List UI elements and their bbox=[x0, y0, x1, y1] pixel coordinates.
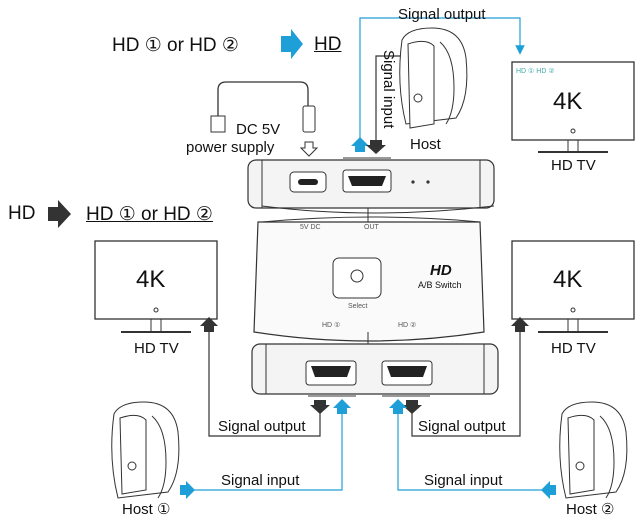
power-line1: DC 5V bbox=[236, 121, 281, 138]
switch-body bbox=[253, 208, 485, 346]
tv-top-right-label: HD TV bbox=[551, 157, 596, 174]
device-port-in1: HD ① bbox=[322, 322, 341, 329]
tv-right bbox=[511, 240, 635, 333]
signal-input-left-line bbox=[184, 414, 343, 491]
switch-top-panel bbox=[247, 159, 495, 214]
arrow-down-dark-icon bbox=[366, 140, 386, 154]
device-port-in2: HD ② bbox=[398, 322, 417, 329]
signal-input-right-label: Signal input bbox=[424, 472, 503, 489]
tv-top-right-caption: HD ① HD ② bbox=[516, 68, 555, 75]
switch-bottom-panel bbox=[251, 343, 499, 395]
arrow-up-blue-icon bbox=[351, 137, 369, 152]
host-top-icon bbox=[399, 27, 468, 129]
device-port-dc: 5V DC bbox=[300, 224, 321, 231]
mode-top-to: HD bbox=[314, 34, 342, 55]
signal-output-top-label: Signal output bbox=[398, 6, 486, 23]
tv-left-screen-text: 4K bbox=[136, 266, 166, 293]
signal-output-top-line bbox=[359, 17, 525, 150]
tv-right-label: HD TV bbox=[551, 340, 596, 357]
device-port-out: OUT bbox=[364, 224, 379, 231]
host2-label: Host ② bbox=[566, 501, 615, 518]
device-brand: HD bbox=[430, 262, 452, 279]
host1-label: Host ① bbox=[122, 501, 171, 518]
signal-input-left-label: Signal input bbox=[221, 472, 300, 489]
signal-input-right-line bbox=[397, 414, 548, 491]
device-select-label: Select bbox=[348, 303, 368, 310]
mode-left-from: HD bbox=[8, 203, 36, 224]
tv-right-screen-text: 4K bbox=[553, 266, 583, 293]
host-label: Host bbox=[410, 136, 441, 153]
tv-top-right bbox=[511, 61, 635, 153]
tv-top-right-screen-text: 4K bbox=[553, 88, 583, 115]
tv-left bbox=[94, 240, 218, 333]
tv-left-label: HD TV bbox=[134, 340, 179, 357]
signal-input-top-label: Signal input bbox=[380, 50, 397, 129]
arrow-up-dark-icon bbox=[200, 317, 218, 332]
signal-input-top-line bbox=[375, 55, 400, 140]
signal-output-right-line bbox=[411, 330, 521, 437]
signal-output-left-label: Signal output bbox=[218, 418, 306, 435]
mode-arrow-left-icon bbox=[48, 200, 71, 228]
host1-icon bbox=[111, 401, 180, 499]
power-cable-icon bbox=[210, 81, 326, 161]
signal-output-right-label: Signal output bbox=[418, 418, 506, 435]
host2-icon bbox=[559, 401, 628, 499]
signal-output-left-line bbox=[208, 330, 321, 437]
mode-arrow-top-icon bbox=[281, 29, 303, 59]
device-subtitle: A/B Switch bbox=[418, 280, 462, 290]
mode-top-from: HD ① or HD ② bbox=[112, 35, 239, 56]
power-line2: power supply bbox=[186, 139, 275, 156]
mode-left-to: HD ① or HD ② bbox=[86, 204, 213, 225]
